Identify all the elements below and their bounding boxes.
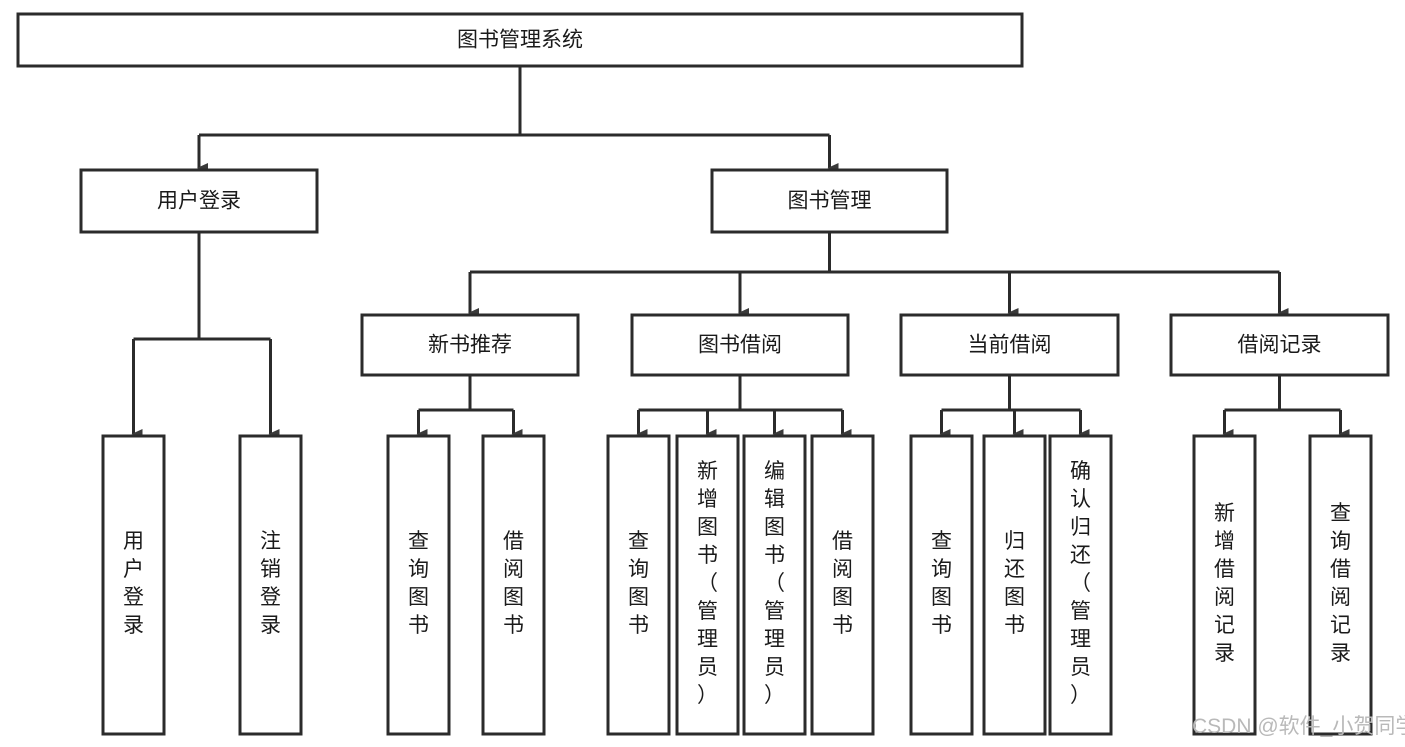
node-box-leaf-edit-book-admin [742, 434, 807, 736]
node-box-new-book-recommend [360, 313, 580, 377]
node-box-leaf-borrow-book-rec [481, 434, 546, 736]
node-leaf-borrow-book[interactable]: 借阅图书 [810, 434, 875, 736]
node-label-leaf-add-borrow-record: 新增借阅记录 [1214, 502, 1235, 665]
node-book-management[interactable]: 图书管理 [710, 168, 949, 234]
node-label-leaf-query-book-cur: 查询图书 [931, 530, 952, 637]
node-leaf-query-book-rec[interactable]: 查询图书 [386, 434, 451, 736]
node-label-leaf-user-login: 用户登录 [123, 530, 144, 637]
node-box-leaf-query-book-borrow [606, 434, 671, 736]
node-label-user-login: 用户登录 [157, 190, 241, 213]
node-leaf-borrow-book-rec[interactable]: 借阅图书 [481, 434, 546, 736]
node-label-leaf-confirm-return-admin: 确认归还（管理员） [1070, 460, 1091, 707]
node-label-book-borrow: 图书借阅 [698, 334, 782, 357]
node-borrow-record[interactable]: 借阅记录 [1169, 313, 1390, 377]
node-label-leaf-query-book-borrow: 查询图书 [628, 530, 649, 637]
node-box-current-borrow [899, 313, 1120, 377]
node-label-leaf-query-book-rec: 查询图书 [408, 530, 429, 637]
node-label-current-borrow: 当前借阅 [968, 334, 1052, 357]
node-label-leaf-add-book-admin: 新增图书（管理员） [697, 460, 718, 707]
node-leaf-query-book-borrow[interactable]: 查询图书 [606, 434, 671, 736]
node-leaf-query-borrow-record[interactable]: 查询借阅记录 [1308, 434, 1373, 736]
node-box-leaf-query-book-rec [386, 434, 451, 736]
node-box-leaf-user-logout [238, 434, 303, 736]
node-leaf-user-login[interactable]: 用户登录 [101, 434, 166, 736]
node-box-book-management [710, 168, 949, 234]
node-current-borrow[interactable]: 当前借阅 [899, 313, 1120, 377]
node-user-login[interactable]: 用户登录 [79, 168, 319, 234]
node-label-leaf-query-borrow-record: 查询借阅记录 [1330, 502, 1351, 665]
node-leaf-edit-book-admin[interactable]: 编辑图书（管理员） [742, 434, 807, 736]
node-label-leaf-borrow-book-rec: 借阅图书 [503, 530, 524, 637]
node-leaf-add-book-admin[interactable]: 新增图书（管理员） [675, 434, 740, 736]
node-box-user-login [79, 168, 319, 234]
node-box-leaf-add-borrow-record [1192, 434, 1257, 736]
node-label-leaf-user-logout: 注销登录 [260, 530, 281, 637]
node-leaf-add-borrow-record[interactable]: 新增借阅记录 [1192, 434, 1257, 736]
node-box-leaf-query-book-cur [909, 434, 974, 736]
node-label-leaf-edit-book-admin: 编辑图书（管理员） [764, 460, 785, 707]
node-box-leaf-add-book-admin [675, 434, 740, 736]
node-box-root [16, 12, 1024, 68]
csdn-watermark: CSDN @软件_小贺同学 [1192, 715, 1405, 738]
node-leaf-return-book[interactable]: 归还图书 [982, 434, 1047, 736]
node-box-leaf-confirm-return-admin [1048, 434, 1113, 736]
node-box-borrow-record [1169, 313, 1390, 377]
node-box-leaf-query-borrow-record [1308, 434, 1373, 736]
node-leaf-confirm-return-admin[interactable]: 确认归还（管理员） [1048, 434, 1113, 736]
node-label-root: 图书管理系统 [457, 29, 583, 52]
node-leaf-user-logout[interactable]: 注销登录 [238, 434, 303, 736]
node-box-leaf-user-login [101, 434, 166, 736]
node-book-borrow[interactable]: 图书借阅 [630, 313, 850, 377]
connectors-layer [131, 66, 1350, 439]
node-leaf-query-book-cur[interactable]: 查询图书 [909, 434, 974, 736]
node-label-leaf-return-book: 归还图书 [1004, 530, 1025, 637]
node-box-leaf-borrow-book [810, 434, 875, 736]
node-label-new-book-recommend: 新书推荐 [428, 334, 512, 357]
nodes-layer: 图书管理系统用户登录图书管理新书推荐图书借阅当前借阅借阅记录用户登录注销登录查询… [16, 12, 1390, 736]
node-new-book-recommend[interactable]: 新书推荐 [360, 313, 580, 377]
node-root[interactable]: 图书管理系统 [16, 12, 1024, 68]
node-box-book-borrow [630, 313, 850, 377]
node-label-leaf-borrow-book: 借阅图书 [832, 530, 853, 637]
node-label-book-management: 图书管理 [788, 190, 872, 213]
node-label-borrow-record: 借阅记录 [1238, 334, 1322, 357]
node-box-leaf-return-book [982, 434, 1047, 736]
